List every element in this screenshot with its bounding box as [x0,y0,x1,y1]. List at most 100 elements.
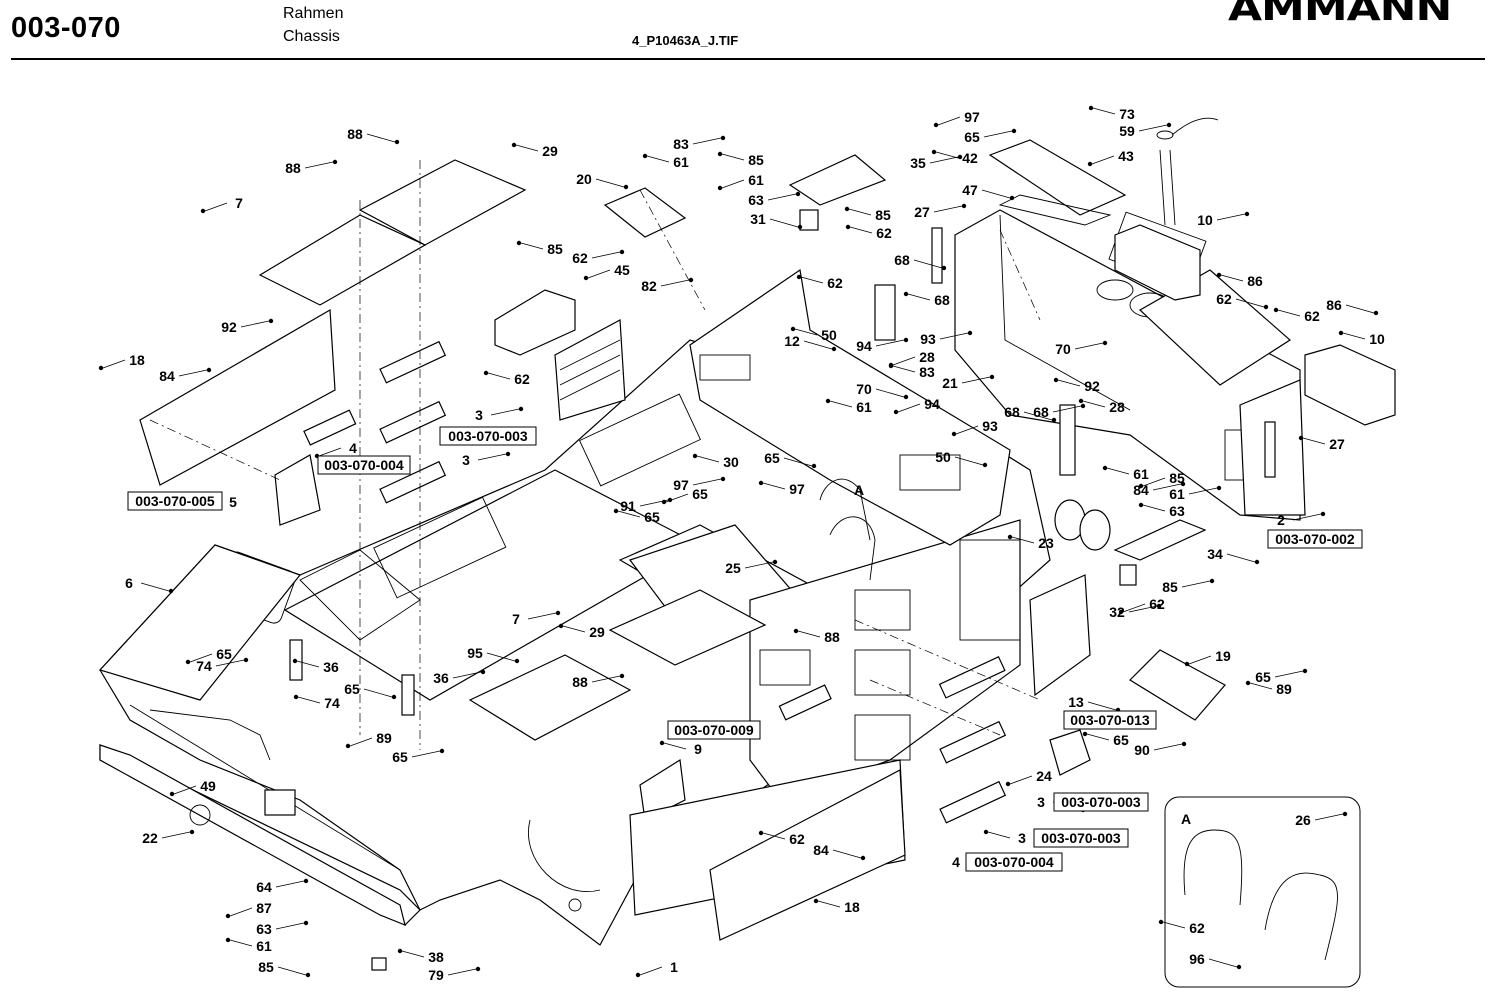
fastener-dot [583,275,589,281]
fastener-dot [1181,741,1187,747]
part-label-3: 3 [1037,794,1045,810]
fastener-dot [1216,485,1222,491]
leader-line [240,320,270,328]
leader-line [800,276,824,284]
leader-line [1091,155,1115,165]
part-label-61: 61 [673,154,689,170]
part-label-18: 18 [129,352,145,368]
fastener-dot [225,913,231,919]
part-label-84: 84 [159,368,175,384]
part-label-19: 19 [1215,648,1231,664]
part-label-59: 59 [1119,123,1135,139]
leader-line [817,900,841,908]
fastener-dot [661,499,667,505]
fastener-dot [206,367,212,373]
reference-callout[interactable]: 003-070-002 [1267,529,1363,549]
leader-line [897,403,921,413]
reference-callout[interactable]: 003-070-004 [965,852,1063,872]
leader-line [939,332,969,340]
part-label-2: 2 [1277,512,1285,528]
fastener-dot [635,972,641,978]
leader-line [1142,477,1166,487]
reference-callout[interactable]: 003-070-005 [127,491,223,511]
part-label-29: 29 [589,624,605,640]
leader-line [1087,701,1117,711]
fastener-dot [982,462,988,468]
plate-35 [788,154,887,206]
fastener-dot [1298,435,1304,441]
leader-line [1226,553,1256,563]
leader-line [935,151,959,159]
leader-line [1009,775,1033,785]
part-label-13: 13 [1068,694,1084,710]
part-label-83: 83 [673,136,689,152]
part-label-88: 88 [824,629,840,645]
reference-code: 003-070-013 [1070,712,1150,728]
fastener-dot [518,406,524,412]
fastener-dot [185,659,191,665]
part-label-96: 96 [1189,951,1205,967]
fastener-dot [1005,781,1011,787]
part-label-27: 27 [914,204,930,220]
leader-line [1128,605,1158,613]
leader-line [797,630,821,638]
part-label-35: 35 [910,155,926,171]
reference-callout[interactable]: 003-070-009 [667,720,761,740]
fastener-dot [667,497,673,503]
leader-line [721,153,745,161]
part-label-62: 62 [827,275,843,291]
fastener-dot [303,878,309,884]
fastener-dot [758,480,764,486]
reference-callout[interactable]: 003-070-003 [439,426,537,446]
leader-line [204,202,228,212]
leader-line [981,189,1011,199]
reference-box [127,491,223,511]
page-header: 003-070 Rahmen Chassis 4_P10463A_J.TIF A… [0,0,1500,62]
part-label-89: 89 [1276,681,1292,697]
leader-line [1188,655,1212,665]
leader-line [875,339,905,347]
fastener-dots [98,105,1379,978]
switch-panel-19 [1129,649,1226,721]
leader-line [178,369,208,377]
part-label-43: 43 [1118,148,1134,164]
reference-callout[interactable]: 003-070-003 [1053,792,1149,812]
fastener-dot [475,966,481,972]
reference-callout[interactable]: 003-070-013 [1063,710,1157,730]
reference-callout[interactable]: 003-070-004 [317,455,411,475]
reference-box [1033,828,1129,848]
leader-line [562,625,586,633]
fastener-dot [1102,465,1108,471]
leader-line [1152,483,1182,491]
fastener-dot [717,151,723,157]
leader-line [848,208,872,216]
leader-line [1188,487,1218,495]
fastener-dot [623,184,629,190]
reference-callout[interactable]: 003-070-003 [1033,828,1129,848]
detail-view-frame [1164,796,1361,988]
part-label-61: 61 [856,399,872,415]
reference-box [317,455,411,475]
part-label-10: 10 [1369,331,1385,347]
leader-line [1122,603,1146,613]
part-label-47: 47 [962,182,978,198]
fastener-dot [717,185,723,191]
fastener-dot [941,265,947,271]
fastener-dot [688,277,694,283]
fastener-dot [720,476,726,482]
part-label-28: 28 [919,349,935,365]
fastener-dot [168,588,174,594]
part-label-61: 61 [1169,486,1185,502]
part-label-93: 93 [920,331,936,347]
page-number: 003-070 [11,12,121,44]
fastener-dot [511,142,517,148]
fastener-dot [555,610,561,616]
part-label-65: 65 [392,749,408,765]
tank-10-upper [1114,224,1201,301]
leader-line [277,966,307,976]
part-label-5: 5 [229,494,237,510]
part-label-88: 88 [285,160,301,176]
fastener-dot [1102,340,1108,346]
fastener-dot [1051,417,1057,423]
